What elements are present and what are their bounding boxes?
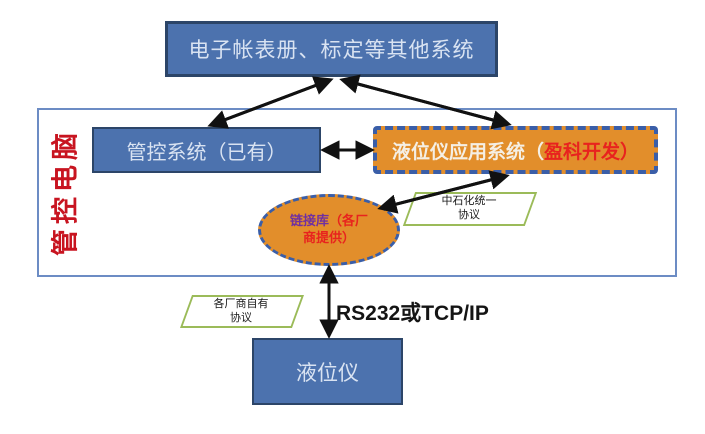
connection-type-label: RS232或TCP/IP — [336, 302, 489, 325]
vendor-protocol-label: 各厂商自有 协议 — [213, 298, 269, 324]
level-gauge-label: 液位仪 — [296, 361, 359, 385]
app-system-box: 液位仪应用系统（盈科开发） — [373, 126, 658, 174]
unified-protocol-label: 中石化统一 协议 — [441, 195, 497, 221]
managed-computer-label: 管控电脑 — [50, 128, 81, 256]
control-system-box: 管控系统（已有） — [92, 127, 321, 173]
library-label-line1: 链接库（各厂 — [289, 213, 369, 229]
library-ellipse: 链接库（各厂 商提供） — [258, 194, 400, 266]
app-system-label: 液位仪应用系统（ — [391, 141, 544, 163]
control-system-label: 管控系统（已有） — [126, 141, 287, 164]
app-system-developer-label: 盈科开发） — [544, 141, 640, 163]
other-systems-label: 电子帐表册、标定等其他系统 — [188, 39, 475, 62]
library-label-line2: 商提供） — [302, 230, 355, 245]
other-systems-box: 电子帐表册、标定等其他系统 — [165, 21, 498, 77]
level-gauge-box: 液位仪 — [252, 338, 403, 405]
